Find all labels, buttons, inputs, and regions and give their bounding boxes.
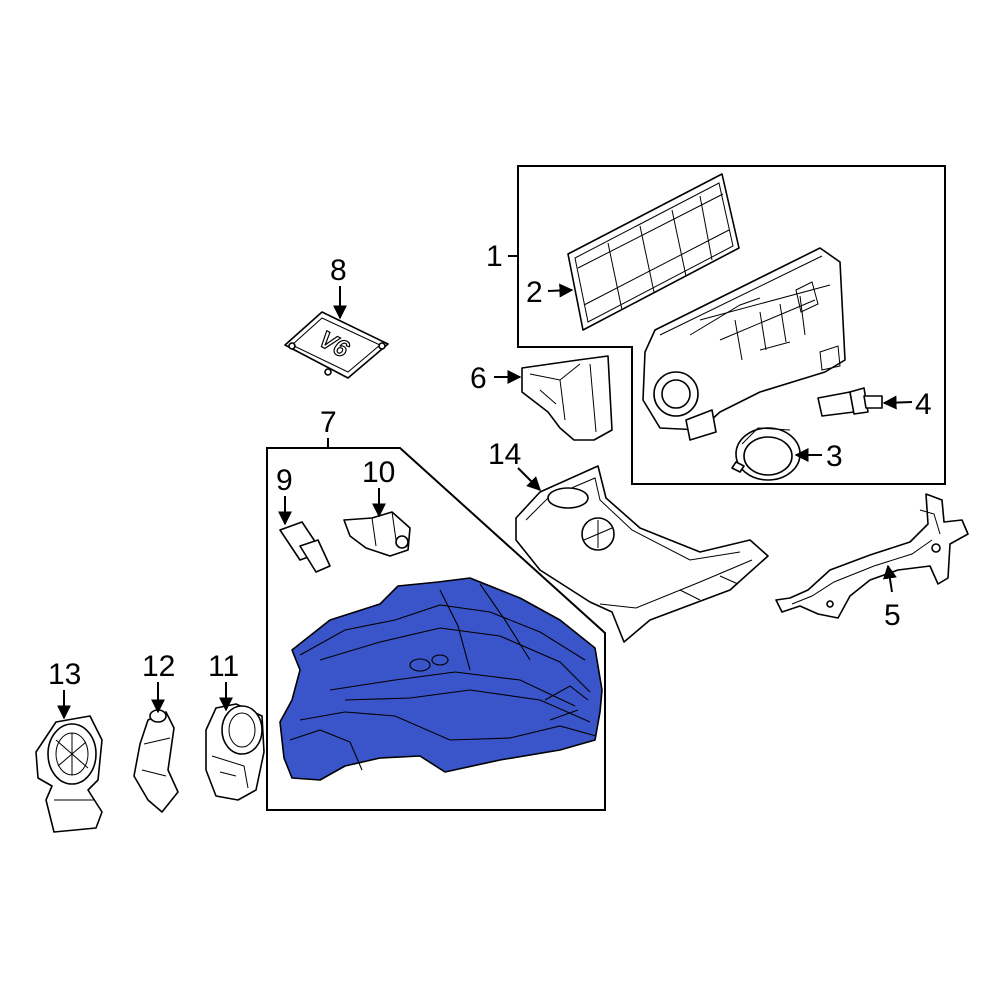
intake-manifold-highlighted[interactable] [279,577,603,781]
air-filter-element[interactable] [567,173,740,331]
callout-14: 14 [488,438,521,471]
callout-3: 3 [826,440,843,473]
callout-11: 11 [208,650,239,683]
engine-cover-emblem[interactable]: V6 [284,311,389,379]
mass-air-flow-duct-ring[interactable] [731,427,801,481]
callout-10: 10 [362,456,395,489]
callout-12: 12 [142,650,175,683]
leader-5 [882,564,897,593]
callout-4: 4 [915,388,932,421]
group-box-intake-manifold [266,447,606,811]
callout-1: 1 [486,240,503,273]
air-temp-sensor[interactable] [817,387,883,417]
callout-5: 5 [884,599,901,632]
callout-7: 7 [320,406,337,439]
throttle-housing[interactable] [35,715,103,833]
intake-actuator[interactable] [343,511,411,557]
leader-14 [517,467,541,491]
mounting-bracket[interactable] [775,493,969,619]
leader-2 [547,283,574,298]
callout-2: 2 [526,276,543,309]
air-cleaner-housing[interactable] [642,247,846,441]
callout-13: 13 [48,658,81,691]
callout-9: 9 [276,464,293,497]
engine-cover[interactable] [515,465,769,643]
pressure-sensor[interactable] [279,521,331,573]
intake-inlet-duct[interactable] [521,355,613,441]
callout-6: 6 [470,362,487,395]
callout-8: 8 [330,254,347,287]
throttle-body[interactable] [205,703,265,801]
throttle-actuator[interactable] [133,709,179,813]
group-box-air-cleaner [517,165,946,485]
leader-4 [882,395,913,410]
